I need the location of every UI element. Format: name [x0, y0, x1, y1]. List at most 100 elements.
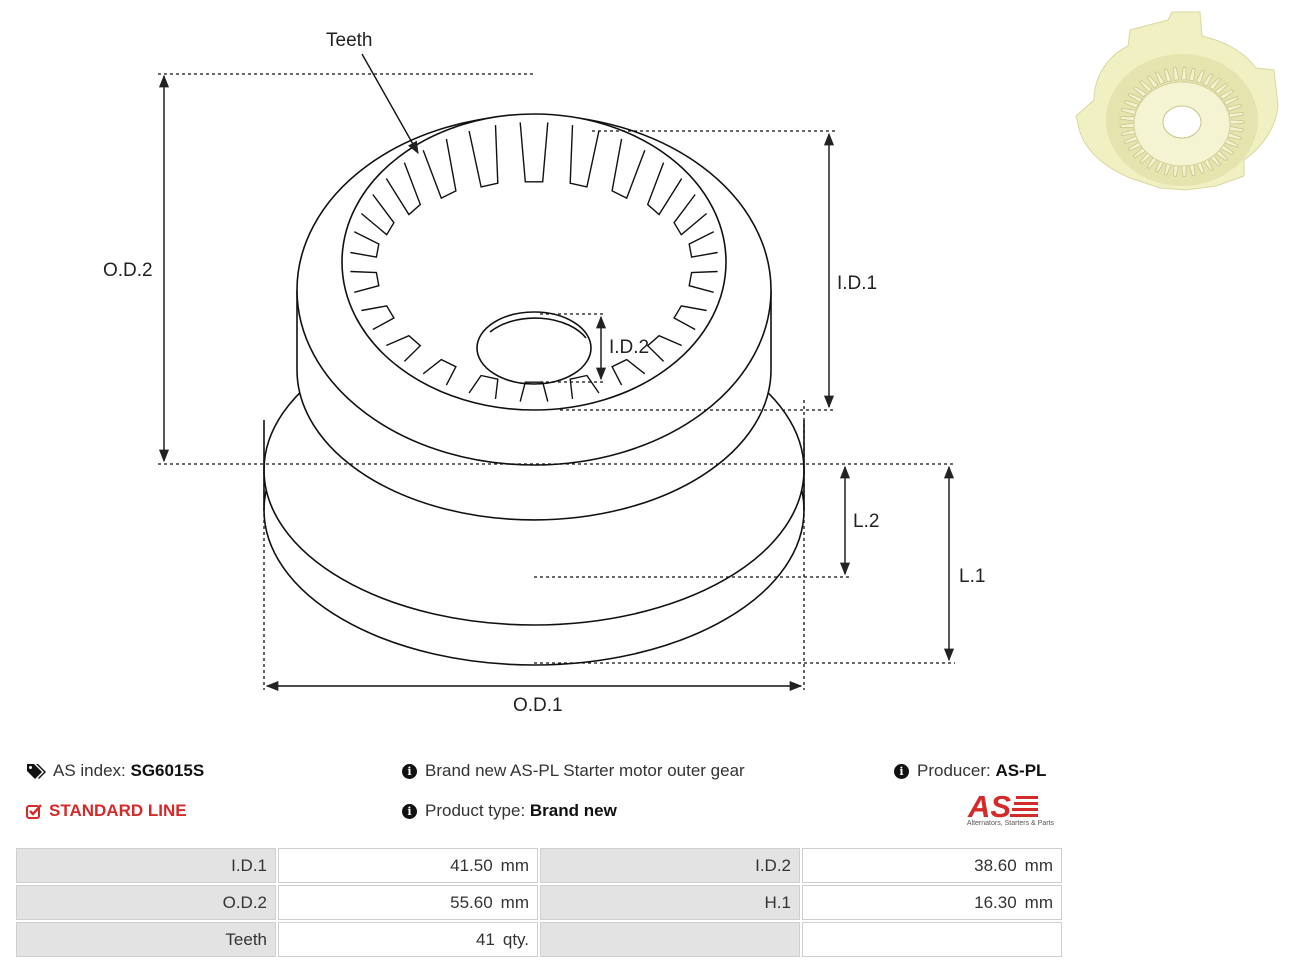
table-row: I.D.1 41.50 mm I.D.2 38.60 mm	[16, 848, 1062, 883]
unit-text: mm	[1024, 855, 1053, 875]
photo-gear-tooth	[1123, 100, 1139, 109]
param-value-text: 41	[475, 929, 495, 949]
gear-tooth	[688, 231, 718, 258]
standard-line-text: STANDARD LINE	[49, 801, 187, 820]
param-value-text: 38.60	[974, 855, 1017, 875]
gear-tooth	[673, 305, 707, 331]
label-id2: I.D.2	[609, 337, 649, 358]
photo-gear-tooth	[1208, 77, 1222, 91]
label-l2: L.2	[853, 511, 879, 532]
param-value	[802, 922, 1062, 957]
unit-text: mm	[500, 855, 529, 875]
photo-gear-tooth	[1226, 103, 1243, 112]
gear-tooth	[688, 270, 718, 293]
product-type-label: Product type:	[425, 801, 526, 820]
photo-gear-tooth	[1180, 66, 1187, 81]
photo-gear-tooth	[1173, 67, 1180, 81]
gear-tooth	[386, 334, 422, 362]
param-name: I.D.1	[16, 848, 276, 883]
internal-teeth	[350, 122, 718, 402]
gear-tooth	[422, 358, 457, 386]
photo-gear-tooth	[1229, 119, 1245, 125]
photo-gear-tooth	[1163, 68, 1173, 83]
gear-tooth	[361, 305, 395, 331]
gear-tooth	[385, 162, 422, 216]
param-value: 55.60 mm	[278, 885, 538, 920]
param-value: 41.50 mm	[278, 848, 538, 883]
gear-tooth	[360, 194, 395, 236]
logo-mark-text: AS	[967, 790, 1011, 822]
photo-gear-tooth	[1139, 79, 1153, 93]
photo-gear-tooth	[1219, 89, 1235, 101]
logo-tagline: Alternators, Starters & Parts	[966, 820, 1054, 827]
gear-tooth	[519, 381, 549, 402]
info-circle-icon: i	[402, 803, 417, 819]
unit-text: mm	[1024, 892, 1053, 912]
param-value-text: 55.60	[450, 892, 493, 912]
info-circle-icon: i	[402, 763, 417, 779]
info-circle-icon: i	[894, 763, 909, 779]
param-name-text: I.D.2	[755, 855, 791, 875]
label-teeth: Teeth	[326, 30, 372, 51]
dimension-guides	[158, 73, 955, 690]
standard-line: STANDARD LINE	[26, 801, 187, 821]
product-type-value: Brand new	[529, 801, 617, 820]
photo-gear-tooth	[1146, 75, 1159, 89]
gear-tooth	[519, 122, 549, 183]
gear-tooth	[646, 162, 683, 216]
param-value: 38.60 mm	[802, 848, 1062, 883]
tags-icon	[27, 764, 46, 779]
as-index-label: AS index:	[53, 761, 126, 780]
unit-text: mm	[500, 892, 529, 912]
param-name-text: Teeth	[225, 929, 267, 949]
label-od1: O.D.1	[513, 695, 563, 716]
photo-gear-tooth	[1154, 71, 1166, 85]
gear-tooth	[611, 358, 646, 386]
label-l1: L.1	[959, 566, 985, 587]
producer-value: AS-PL	[995, 761, 1047, 780]
param-name: H.1	[540, 885, 800, 920]
producer-label: Producer:	[917, 761, 991, 780]
dimension-arrows	[158, 53, 955, 692]
photo-gear-tooth	[1195, 69, 1205, 84]
gear-tooth	[468, 125, 499, 188]
gear-tooth	[422, 138, 457, 200]
center-hole	[476, 311, 592, 385]
producer: i Producer: AS-PL	[894, 761, 1046, 781]
param-name-text: I.D.1	[231, 855, 267, 875]
param-value: 41 qty.	[278, 922, 538, 957]
param-name: Teeth	[16, 922, 276, 957]
param-name	[540, 922, 800, 957]
label-od2: O.D.2	[103, 260, 153, 281]
photo-gear-tooth	[1188, 67, 1196, 82]
param-name: O.D.2	[16, 885, 276, 920]
gear-tooth	[646, 334, 682, 362]
gear-tooth	[468, 374, 499, 399]
photo-gear-tooth	[1202, 72, 1214, 87]
gear-tooth	[611, 138, 646, 200]
as-index: AS index: SG6015S	[26, 761, 204, 781]
gear-tooth	[569, 125, 600, 188]
photo-gear-tooth	[1132, 85, 1148, 98]
param-name: I.D.2	[540, 848, 800, 883]
param-name-text: H.1	[764, 892, 791, 912]
product-type: i Product type: Brand new	[402, 801, 617, 821]
photo-gear-tooth	[1127, 92, 1143, 103]
as-pl-logo[interactable]: AS Alternators, Starters & Parts	[950, 789, 1054, 834]
gear-tooth	[350, 270, 380, 293]
param-value-text: 41.50	[450, 855, 493, 875]
description: i Brand new AS-PL Starter motor outer ge…	[402, 761, 745, 781]
logo-mark: AS	[967, 789, 1038, 824]
label-id1: I.D.1	[837, 273, 877, 294]
photo-gear-tooth	[1214, 82, 1229, 95]
gear-tooth	[350, 231, 380, 258]
technical-drawing: Teeth O.D.2 I.D.1 I.D.2 L.2 L.1 O.D.1	[103, 30, 985, 716]
gear-tooth	[673, 194, 708, 236]
check-square-icon	[26, 803, 42, 819]
param-name-text: O.D.2	[222, 892, 267, 912]
product-photo	[1075, 11, 1279, 191]
unit-text: qty.	[502, 929, 529, 949]
